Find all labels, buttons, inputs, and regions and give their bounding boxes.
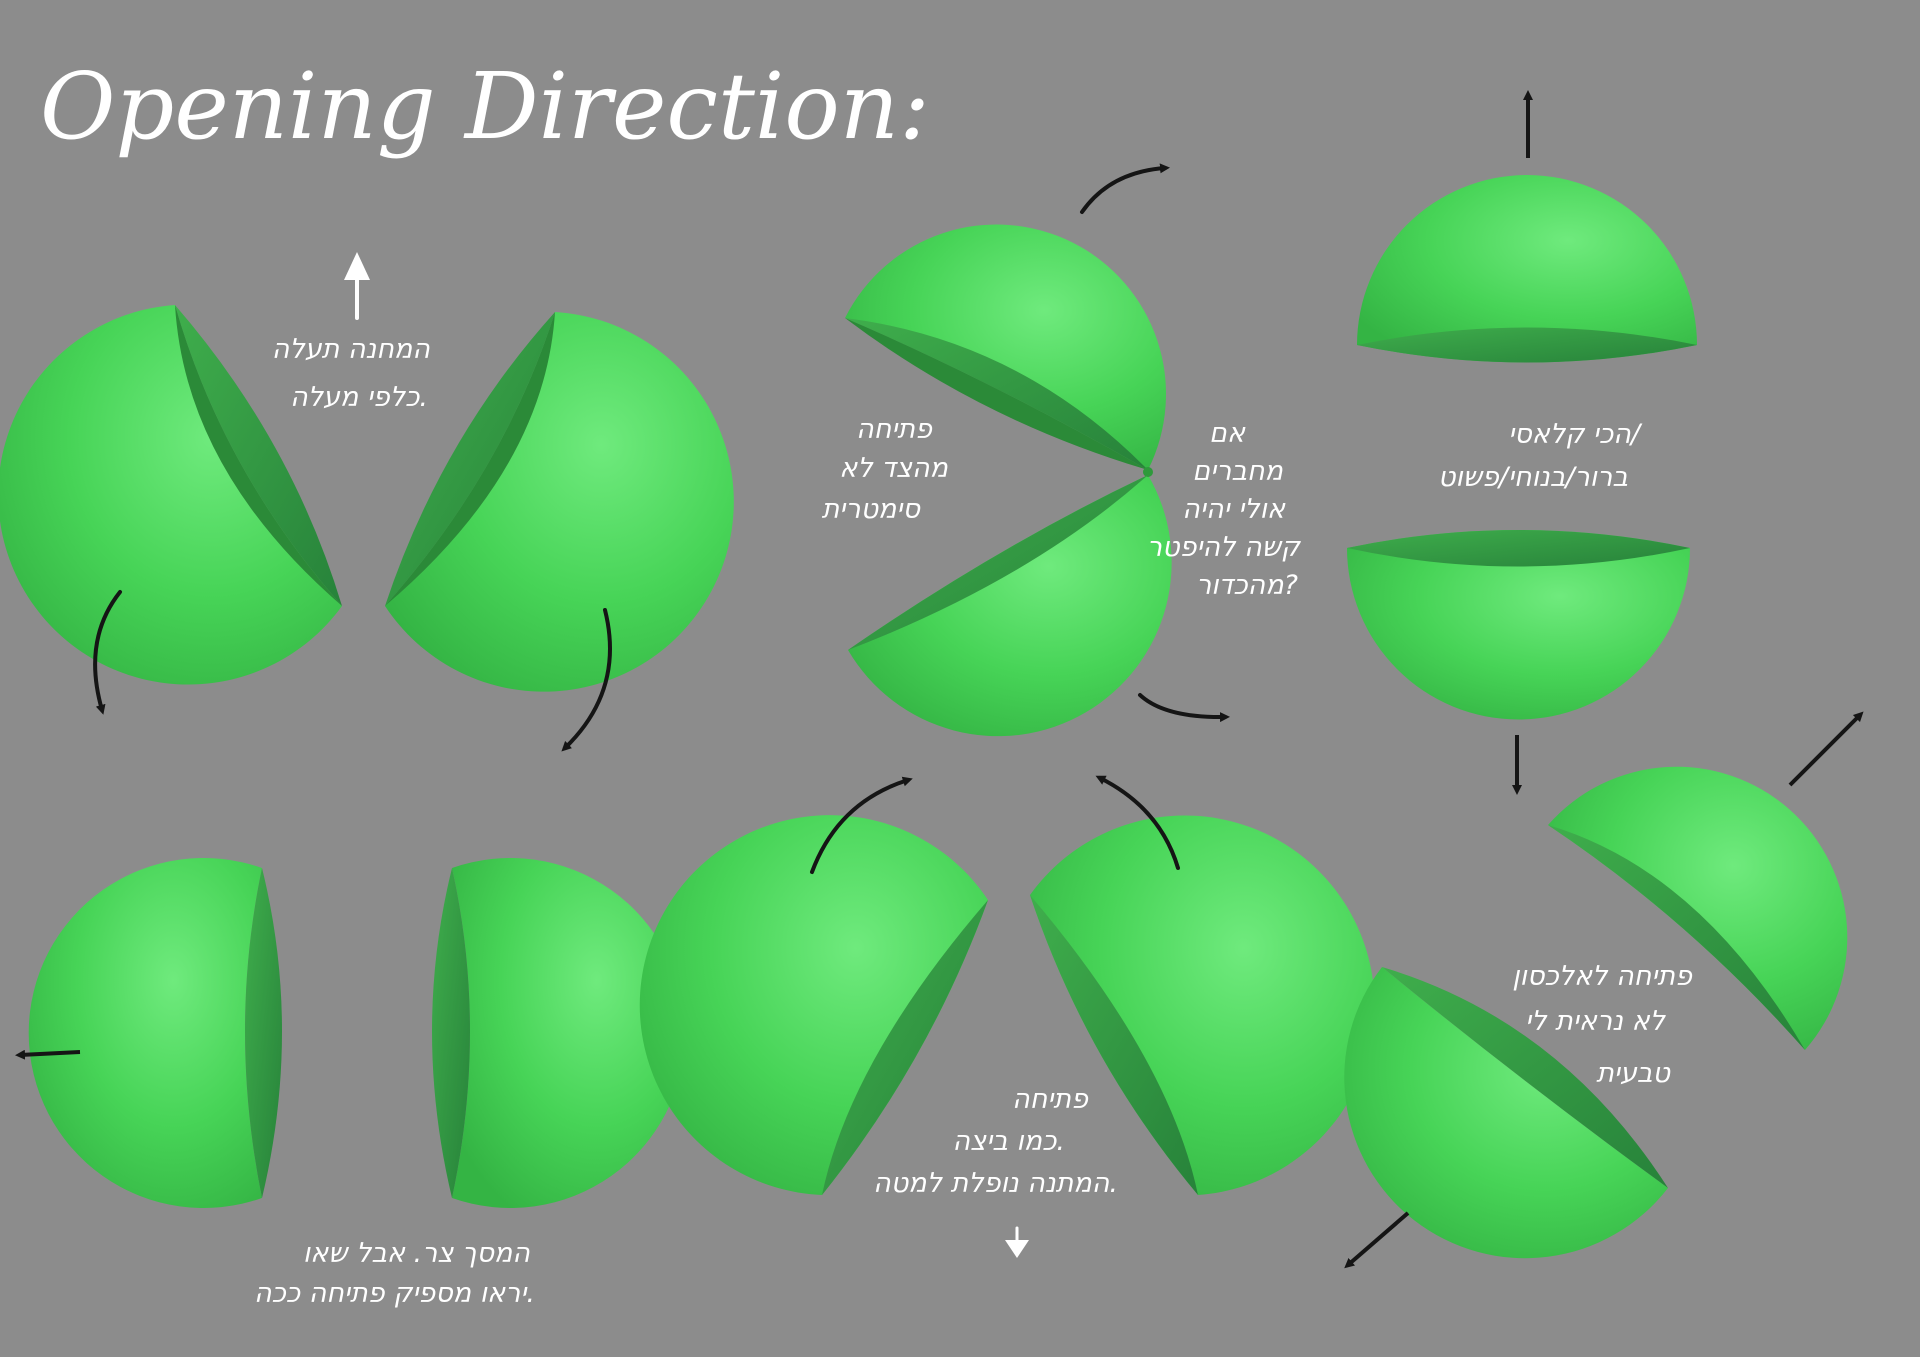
arrow-curve-top-right [1080,163,1170,214]
svg-text:טבעית: טבעית [1596,1058,1670,1089]
sphere-bottom-middle-egg [639,815,1375,1195]
svg-text:מחברים: מחברים [1192,456,1283,487]
arrow-curve-left [93,590,122,715]
svg-text:המסך צר. אבל שאו: המסך צר. אבל שאו [303,1238,530,1269]
sphere-top-middle-hinged [845,224,1172,737]
note-top-right: הכי קלאסי/ ברור/בנוחי/פשוט [1438,419,1643,493]
sphere-top-right-horizontal-split [1347,175,1697,720]
note-bottom-middle: פתיחה כמו ביצה. המתנה נופלת למטה. [873,1084,1118,1199]
arrow-curve-up-right [1095,775,1180,870]
svg-text:אולי יהיה: אולי יהיה [1182,494,1286,525]
svg-text:לא נראית לי: לא נראית לי [1525,1006,1666,1037]
sphere-top-left-open-up [0,305,734,692]
note-top-left: המחנה תעלה כלפי מעלה. [272,334,431,413]
svg-text:פתיחה: פתיחה [1012,1084,1089,1115]
sphere-bottom-left-split-narrow [28,857,686,1208]
svg-text:סימטרית: סימטרית [822,494,922,525]
arrow-down-white [1005,1226,1029,1258]
svg-text:קשה להיפטר: קשה להיפטר [1147,532,1301,563]
svg-text:כלפי מעלה.: כלפי מעלה. [290,382,428,413]
note-bottom-left: המסך צר. אבל שאו יראו מספיק פתיחה ככה. [254,1238,535,1309]
svg-text:פתיחה לאלכסון: פתיחה לאלכסון [1512,961,1693,992]
note-top-middle-right: אם מחברים אולי יהיה קשה להיפטר מהכדור? [1147,418,1301,601]
arrow-curve-up-left [810,776,913,874]
svg-text:יראו מספיק פתיחה ככה.: יראו מספיק פתיחה ככה. [254,1278,535,1309]
note-top-middle-left: פתיחה מהצד לא סימטרית [822,414,949,525]
svg-text:הכי קלאסי/: הכי קלאסי/ [1508,419,1643,450]
arrow-up-white [344,252,370,320]
svg-text:ברור/בנוחי/פשוט: ברור/בנוחי/פשוט [1438,462,1628,493]
arrow-curve-right [561,608,612,752]
svg-text:מהצד לא: מהצד לא [839,453,948,484]
arrow-diagonal-down-left [1344,1211,1410,1269]
arrow-diagonal-up-right [1788,711,1864,787]
svg-text:המתנה נופלת למטה.: המתנה נופלת למטה. [873,1168,1118,1199]
svg-text:פתיחה: פתיחה [856,414,933,445]
svg-text:מהכדור?: מהכדור? [1196,570,1298,601]
svg-text:כמו ביצה.: כמו ביצה. [953,1126,1065,1157]
arrow-left-out [15,1049,81,1060]
sphere-bottom-right-diagonal [1344,766,1848,1259]
svg-text:אם: אם [1209,418,1246,449]
arrow-curve-bottom-right [1138,693,1230,723]
svg-text:המחנה תעלה: המחנה תעלה [272,334,431,365]
page-title: Opening Direction: [40,53,930,160]
note-bottom-right: פתיחה לאלכסון לא נראית לי טבעית [1512,961,1693,1089]
